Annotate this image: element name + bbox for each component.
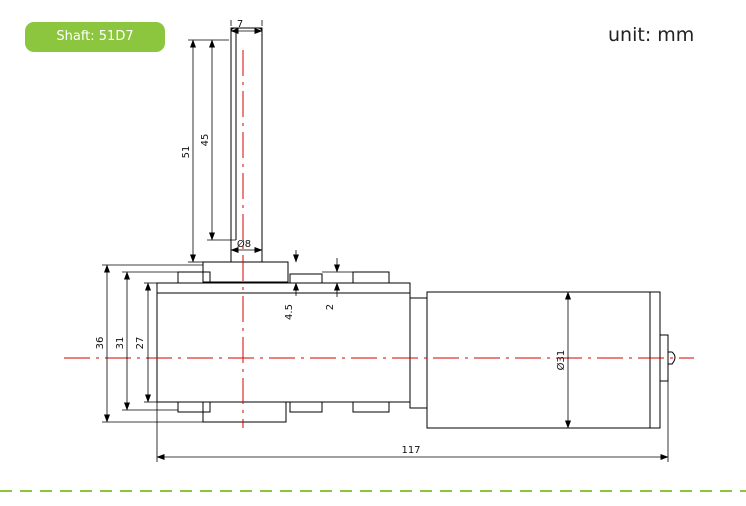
shaft-collar	[202, 261, 289, 283]
centerlines	[64, 50, 694, 428]
dim-label-boss-height: 2	[325, 304, 336, 310]
rear-terminal-tab	[668, 351, 676, 365]
dim-label-total-length: 117	[401, 445, 420, 456]
dim-label-shaft-diameter: Ø8	[237, 238, 251, 250]
motor-adapter	[409, 297, 428, 409]
top-screw-2	[289, 273, 323, 284]
shaft-spec-badge: Shaft: 51D7	[25, 22, 165, 52]
dimension-labels: 7 51 45 Ø8 4.5 2 36 31 27 Ø31 117	[95, 19, 567, 456]
dim-label-body-height-mid: 31	[115, 337, 126, 350]
bottom-screw-3	[352, 401, 390, 413]
dim-label-body-height-outer: 36	[95, 337, 106, 350]
part-outlines	[156, 27, 676, 429]
dim-label-shaft-length: 51	[181, 146, 192, 159]
motor-can	[426, 291, 651, 429]
dim-label-body-height-inner: 27	[135, 337, 146, 350]
bottom-screw-1	[177, 401, 211, 413]
gearbox-body	[156, 282, 411, 403]
bottom-screw-2	[289, 401, 323, 413]
dim-label-shaft-width: 7	[237, 19, 243, 30]
motor-end-cap	[649, 291, 661, 429]
top-screw-1	[177, 271, 211, 284]
dim-label-motor-diameter: Ø31	[555, 350, 567, 371]
dim-label-shaft-flat: 45	[200, 134, 211, 147]
dimension-lines	[102, 20, 669, 462]
dim-label-step-height: 4.5	[284, 304, 295, 320]
bottom-collar	[202, 401, 287, 423]
top-screw-3	[352, 271, 390, 284]
unit-label: unit: mm	[608, 24, 695, 46]
